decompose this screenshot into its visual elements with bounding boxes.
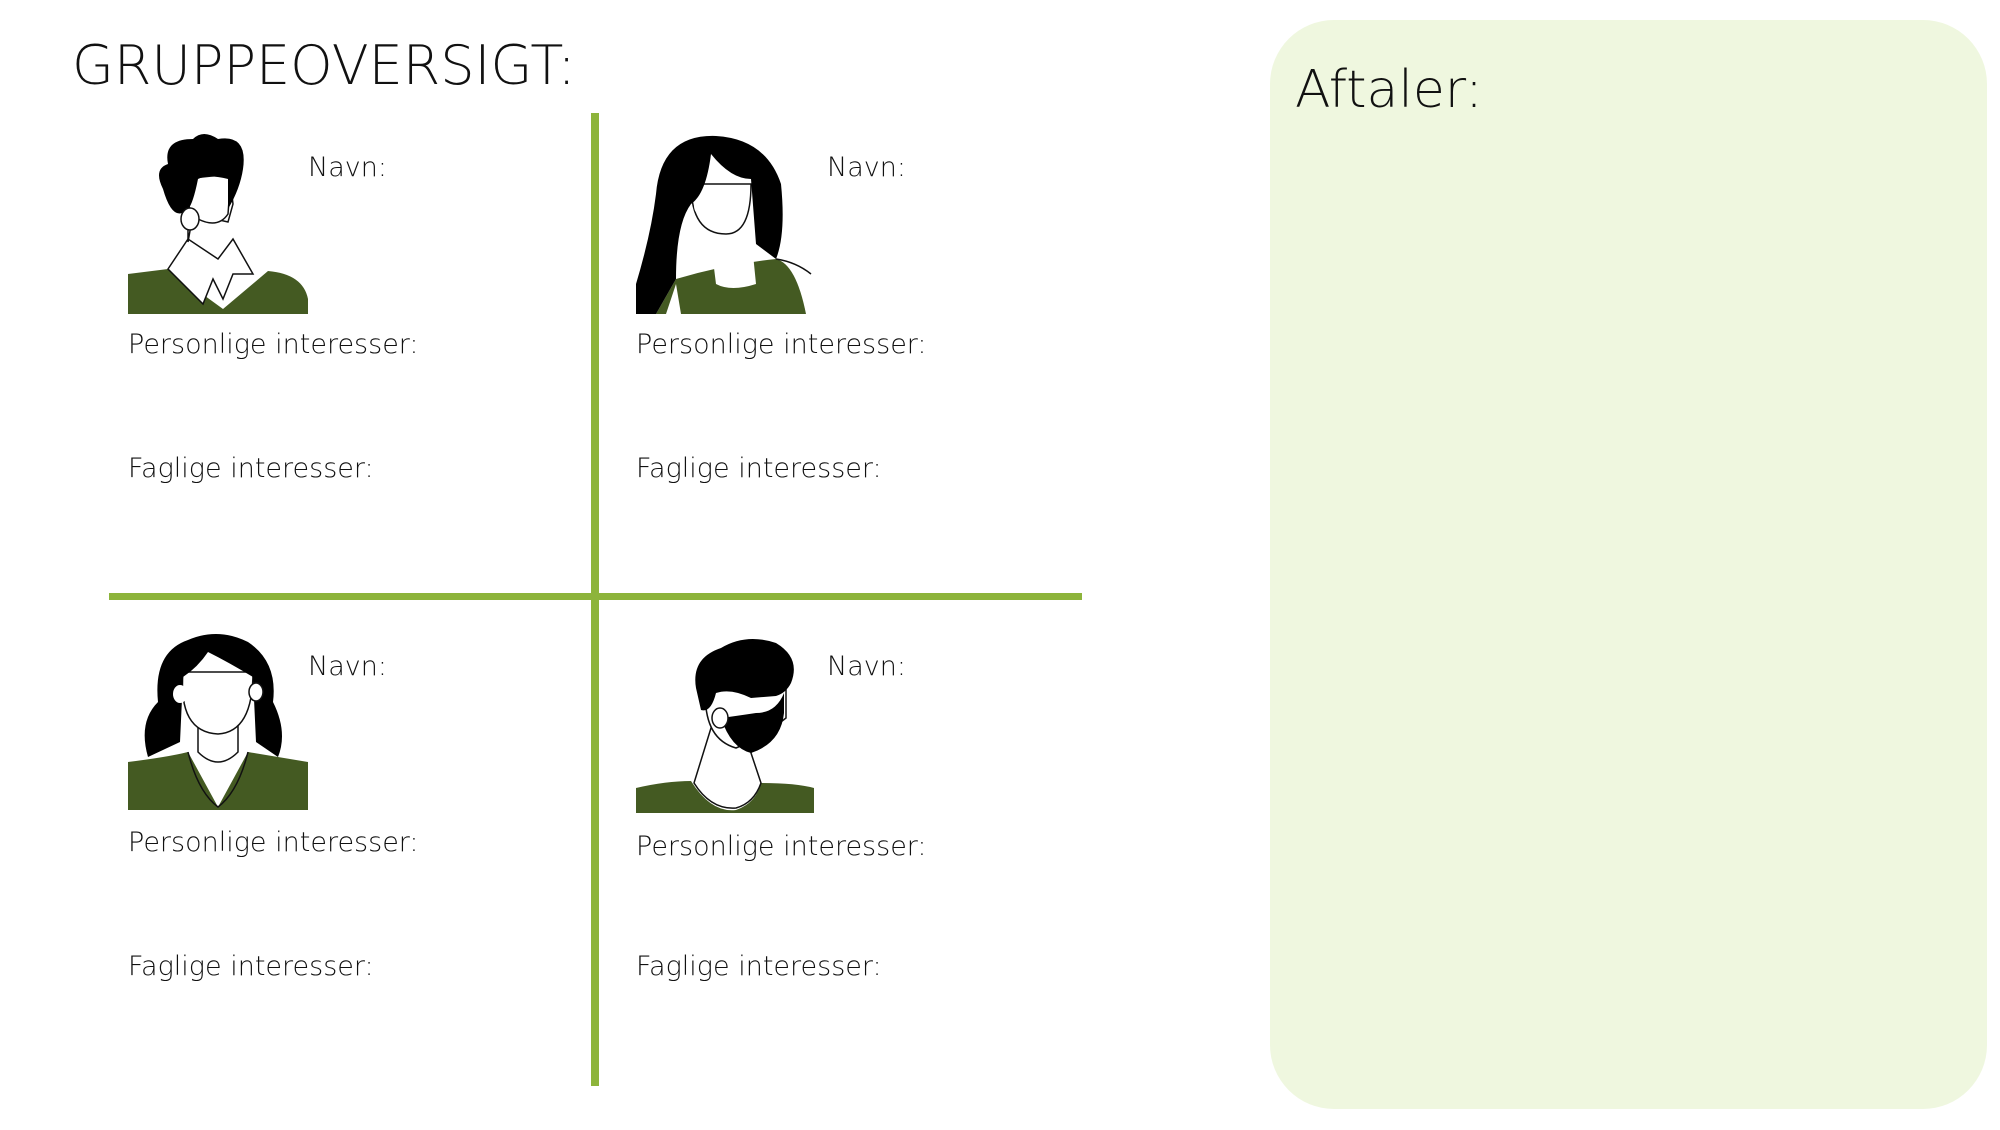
woman-wavy-hair-avatar [128, 633, 308, 810]
member-1-name-label: Navn: [308, 152, 387, 183]
member-2-professional-interests-label: Faglige interesser: [636, 453, 882, 484]
agreements-panel: Aftaler: [1270, 20, 1987, 1109]
page-title: GRUPPEOVERSIGT: [72, 34, 576, 97]
member-2-name-label: Navn: [827, 152, 906, 183]
man-short-hair-avatar [128, 134, 308, 314]
member-2-personal-interests-label: Personlige interesser: [636, 329, 927, 360]
member-3-name-label: Navn: [308, 651, 387, 682]
member-4-professional-interests-label: Faglige interesser: [636, 951, 882, 982]
horizontal-divider [109, 593, 1082, 600]
member-1-personal-interests-label: Personlige interesser: [128, 329, 419, 360]
member-1-professional-interests-label: Faglige interesser: [128, 453, 374, 484]
agreements-title: Aftaler: [1295, 60, 1483, 120]
member-3-professional-interests-label: Faglige interesser: [128, 951, 374, 982]
member-4-personal-interests-label: Personlige interesser: [636, 831, 927, 862]
woman-long-hair-avatar [636, 135, 812, 314]
member-4-name-label: Navn: [827, 651, 906, 682]
man-beard-avatar [636, 639, 814, 813]
member-3-personal-interests-label: Personlige interesser: [128, 827, 419, 858]
